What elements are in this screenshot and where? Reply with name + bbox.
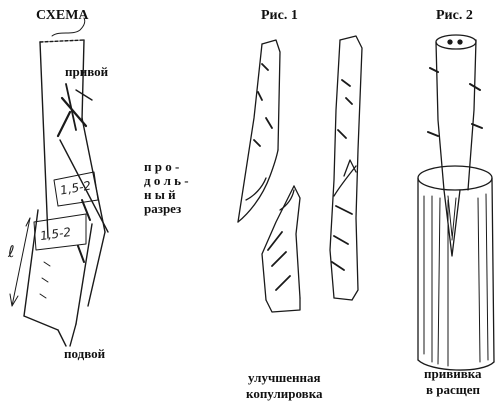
section-label-line-2: д о л ь -: [144, 174, 189, 188]
figure-1-caption-line-2: копулировка: [246, 387, 323, 401]
rootstock-label: подвой: [64, 347, 105, 361]
longitudinal-section-label: п р о - д о л ь - н ы й разрез: [144, 160, 189, 216]
section-label-line-1: п р о -: [144, 160, 189, 174]
figure-2-caption-line-1: прививка: [424, 367, 482, 381]
figure-2-drawing: [418, 35, 494, 370]
figure-2-caption-line-2: в расщеп: [426, 383, 480, 397]
section-label-line-4: разрез: [144, 202, 189, 216]
section-label-line-3: н ы й: [144, 188, 189, 202]
scion-label: привой: [65, 65, 108, 79]
figure-1-caption-line-1: улучшенная: [248, 371, 321, 385]
length-marker: ℓ: [8, 242, 15, 261]
figure-1-drawing: [238, 36, 362, 312]
